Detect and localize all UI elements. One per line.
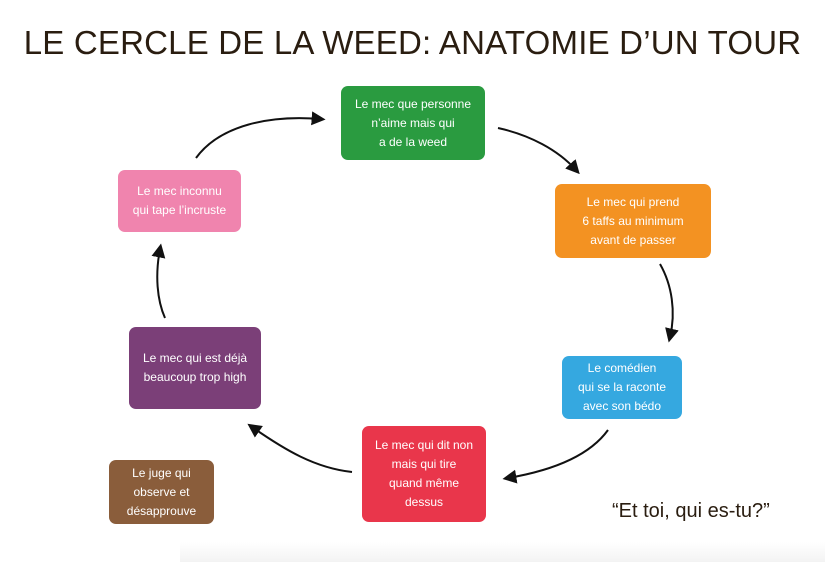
node-high-label: Le mec qui est déjà beaucoup trop high [142, 351, 248, 384]
node-high: Le mec qui est déjà beaucoup trop high [129, 327, 261, 409]
arrow-high-to-stranger [151, 243, 166, 319]
arrow-hypocrite-to-high [247, 423, 353, 473]
bottom-fade [180, 542, 825, 562]
closing-quote: “Et toi, qui es-tu?” [612, 500, 770, 522]
node-judge-label: Le juge qui observe et désapprouve [126, 465, 197, 518]
arrow-dealer-to-greedy [497, 127, 580, 175]
node-dealer-label: Le mec que personne n’aime mais qui a de… [354, 96, 472, 149]
node-hypocrite: Le mec qui dit non mais qui tire quand m… [362, 426, 486, 522]
node-greedy: Le mec qui prend 6 taffs au minimum avan… [555, 184, 711, 258]
node-stranger-label: Le mec inconnu qui tape l’incruste [132, 184, 227, 217]
node-judge: Le juge qui observe et désapprouve [109, 460, 214, 524]
node-stranger: Le mec inconnu qui tape l’incruste [118, 170, 241, 232]
node-greedy-label: Le mec qui prend 6 taffs au minimum avan… [582, 194, 684, 247]
diagram-title: LE CERCLE DE LA WEED: ANATOMIE D’UN TOUR [23, 24, 802, 61]
node-comedian: Le comédien qui se la raconte avec son b… [562, 356, 682, 419]
node-comedian-label: Le comédien qui se la raconte avec son b… [577, 361, 667, 413]
node-dealer: Le mec que personne n’aime mais qui a de… [341, 86, 485, 160]
arrow-comedian-to-hypocrite [502, 429, 609, 484]
arrow-greedy-to-comedian [659, 263, 679, 343]
node-hypocrite-label: Le mec qui dit non mais qui tire quand m… [374, 438, 474, 509]
arrow-stranger-to-dealer [195, 111, 326, 159]
